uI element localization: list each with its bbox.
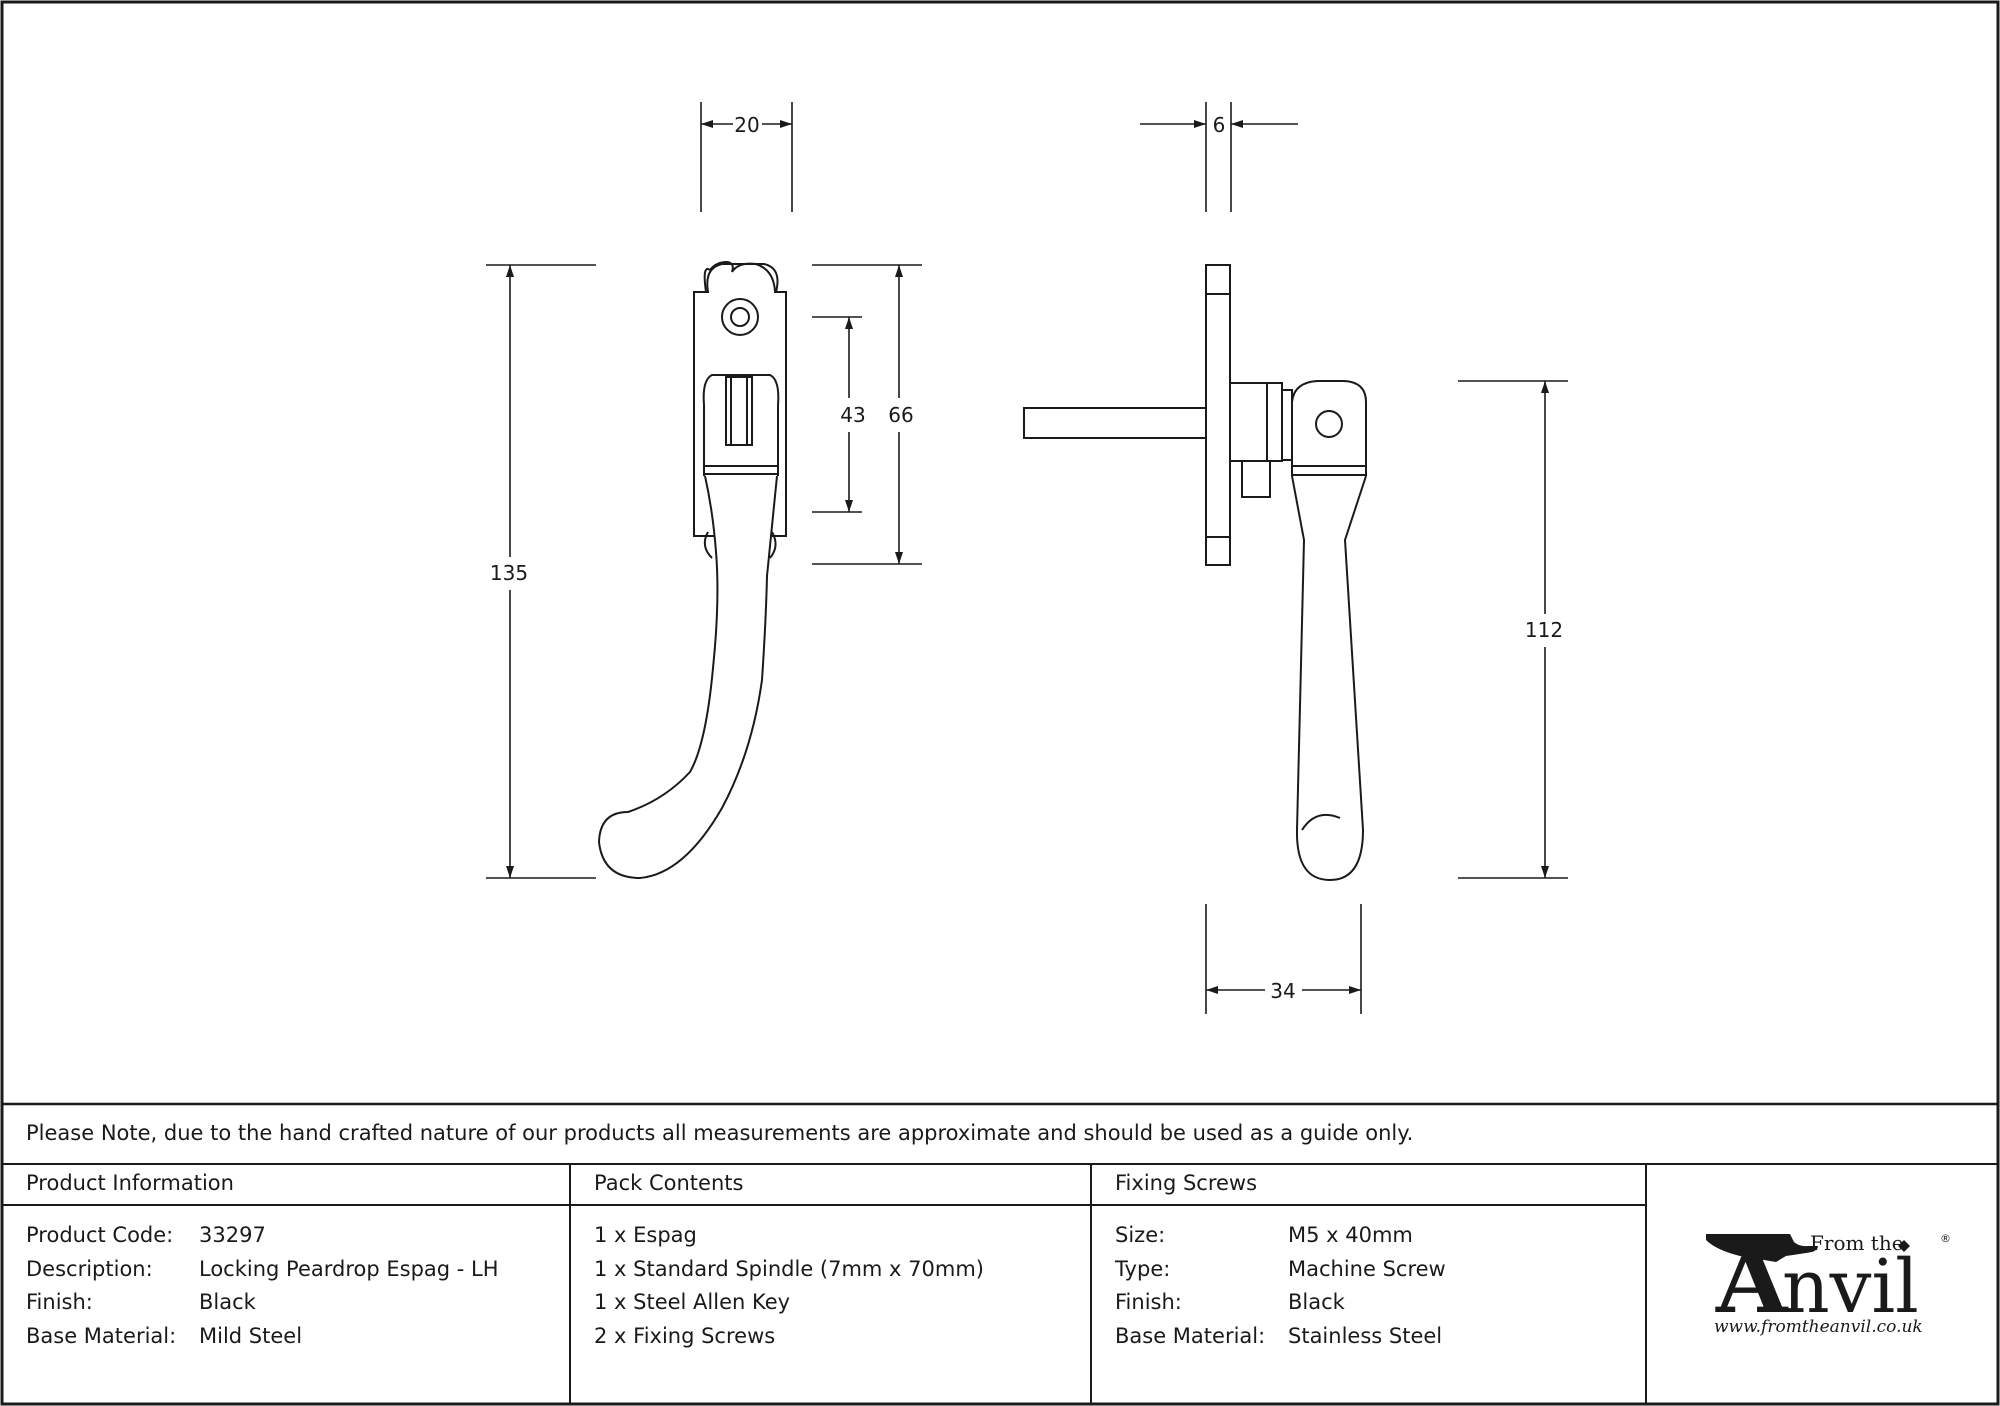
screw-material-value: Stainless Steel — [1288, 1324, 1443, 1348]
description-value: Locking Peardrop Espag - LH — [199, 1257, 499, 1281]
screw-type-value: Machine Screw — [1288, 1257, 1446, 1281]
pack-item: 2 x Fixing Screws — [594, 1324, 776, 1348]
side-view-handle — [1023, 264, 1367, 882]
fixing-screws-heading: Fixing Screws — [1115, 1171, 1258, 1195]
dim-top-width: 20 — [734, 113, 759, 137]
screw-material-label: Base Material: — [1115, 1324, 1266, 1348]
screw-size-label: Size: — [1115, 1223, 1166, 1247]
dim-handle-length: 112 — [1525, 618, 1563, 642]
pack-item: 1 x Espag — [594, 1223, 697, 1247]
dim-spindle-depth: 6 — [1213, 113, 1226, 137]
screw-type-label: Type: — [1115, 1257, 1171, 1281]
finish-value: Black — [199, 1290, 256, 1314]
screw-finish-label: Finish: — [1115, 1290, 1182, 1314]
logo-url: www.fromtheanvil.co.uk — [1714, 1317, 1923, 1337]
front-view-handle — [597, 260, 787, 880]
base-material-label: Base Material: — [26, 1324, 177, 1348]
product-code-label: Product Code: — [26, 1223, 174, 1247]
dim-projection: 34 — [1270, 979, 1295, 1003]
anvil-icon — [1706, 1234, 1818, 1262]
screw-size-value: M5 x 40mm — [1288, 1223, 1413, 1247]
finish-label: Finish: — [26, 1290, 93, 1314]
measurement-note: Please Note, due to the hand crafted nat… — [26, 1121, 1414, 1145]
dim-hole-spacing: 43 — [840, 403, 865, 427]
dim-overall-height: 135 — [490, 561, 528, 585]
base-material-value: Mild Steel — [199, 1324, 303, 1348]
pack-contents-heading: Pack Contents — [594, 1171, 744, 1195]
description-label: Description: — [26, 1257, 153, 1281]
dimension-lines — [486, 102, 1568, 1014]
pack-item: 1 x Standard Spindle (7mm x 70mm) — [594, 1257, 984, 1281]
from-the-anvil-logo: From the A nvil www.fromtheanvil.co.uk ® — [1706, 1226, 1951, 1337]
logo-from-the: From the — [1810, 1231, 1904, 1255]
product-information-heading: Product Information — [26, 1171, 234, 1195]
screw-finish-value: Black — [1288, 1290, 1345, 1314]
dim-backplate-height: 66 — [888, 403, 913, 427]
logo-registered-mark: ® — [1940, 1232, 1951, 1245]
logo-brand-rest: nvil — [1782, 1244, 1919, 1330]
logo-brand-initial: A — [1715, 1226, 1789, 1334]
pack-item: 1 x Steel Allen Key — [594, 1290, 791, 1314]
product-code-value: 33297 — [199, 1223, 266, 1247]
diamond-icon — [1898, 1240, 1910, 1252]
